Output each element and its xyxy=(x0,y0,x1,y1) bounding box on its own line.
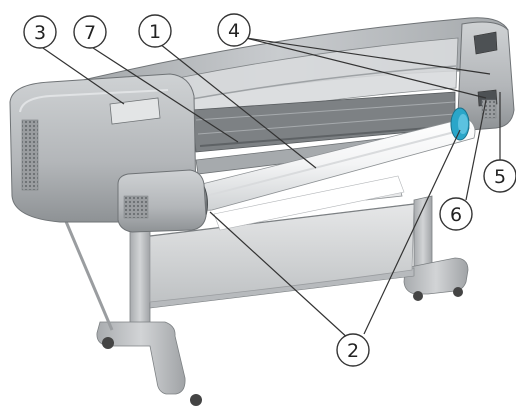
callout-label: 7 xyxy=(84,22,96,44)
callout-label: 2 xyxy=(347,340,359,362)
callout-label: 6 xyxy=(450,204,462,226)
callout-2: 2 xyxy=(336,333,370,367)
callout-1: 1 xyxy=(138,14,172,48)
callout-label: 1 xyxy=(149,21,161,43)
callout-3: 3 xyxy=(23,15,57,49)
callout-6: 6 xyxy=(439,197,473,231)
callout-label: 4 xyxy=(228,20,240,42)
callout-5: 5 xyxy=(483,159,516,193)
callout-7: 7 xyxy=(73,15,107,49)
paper-roll xyxy=(195,117,476,231)
leader-lines xyxy=(39,37,501,341)
callout-label: 3 xyxy=(34,22,46,44)
roll-support xyxy=(117,169,207,233)
callout-label: 5 xyxy=(494,166,506,188)
callout-4: 4 xyxy=(217,13,251,47)
